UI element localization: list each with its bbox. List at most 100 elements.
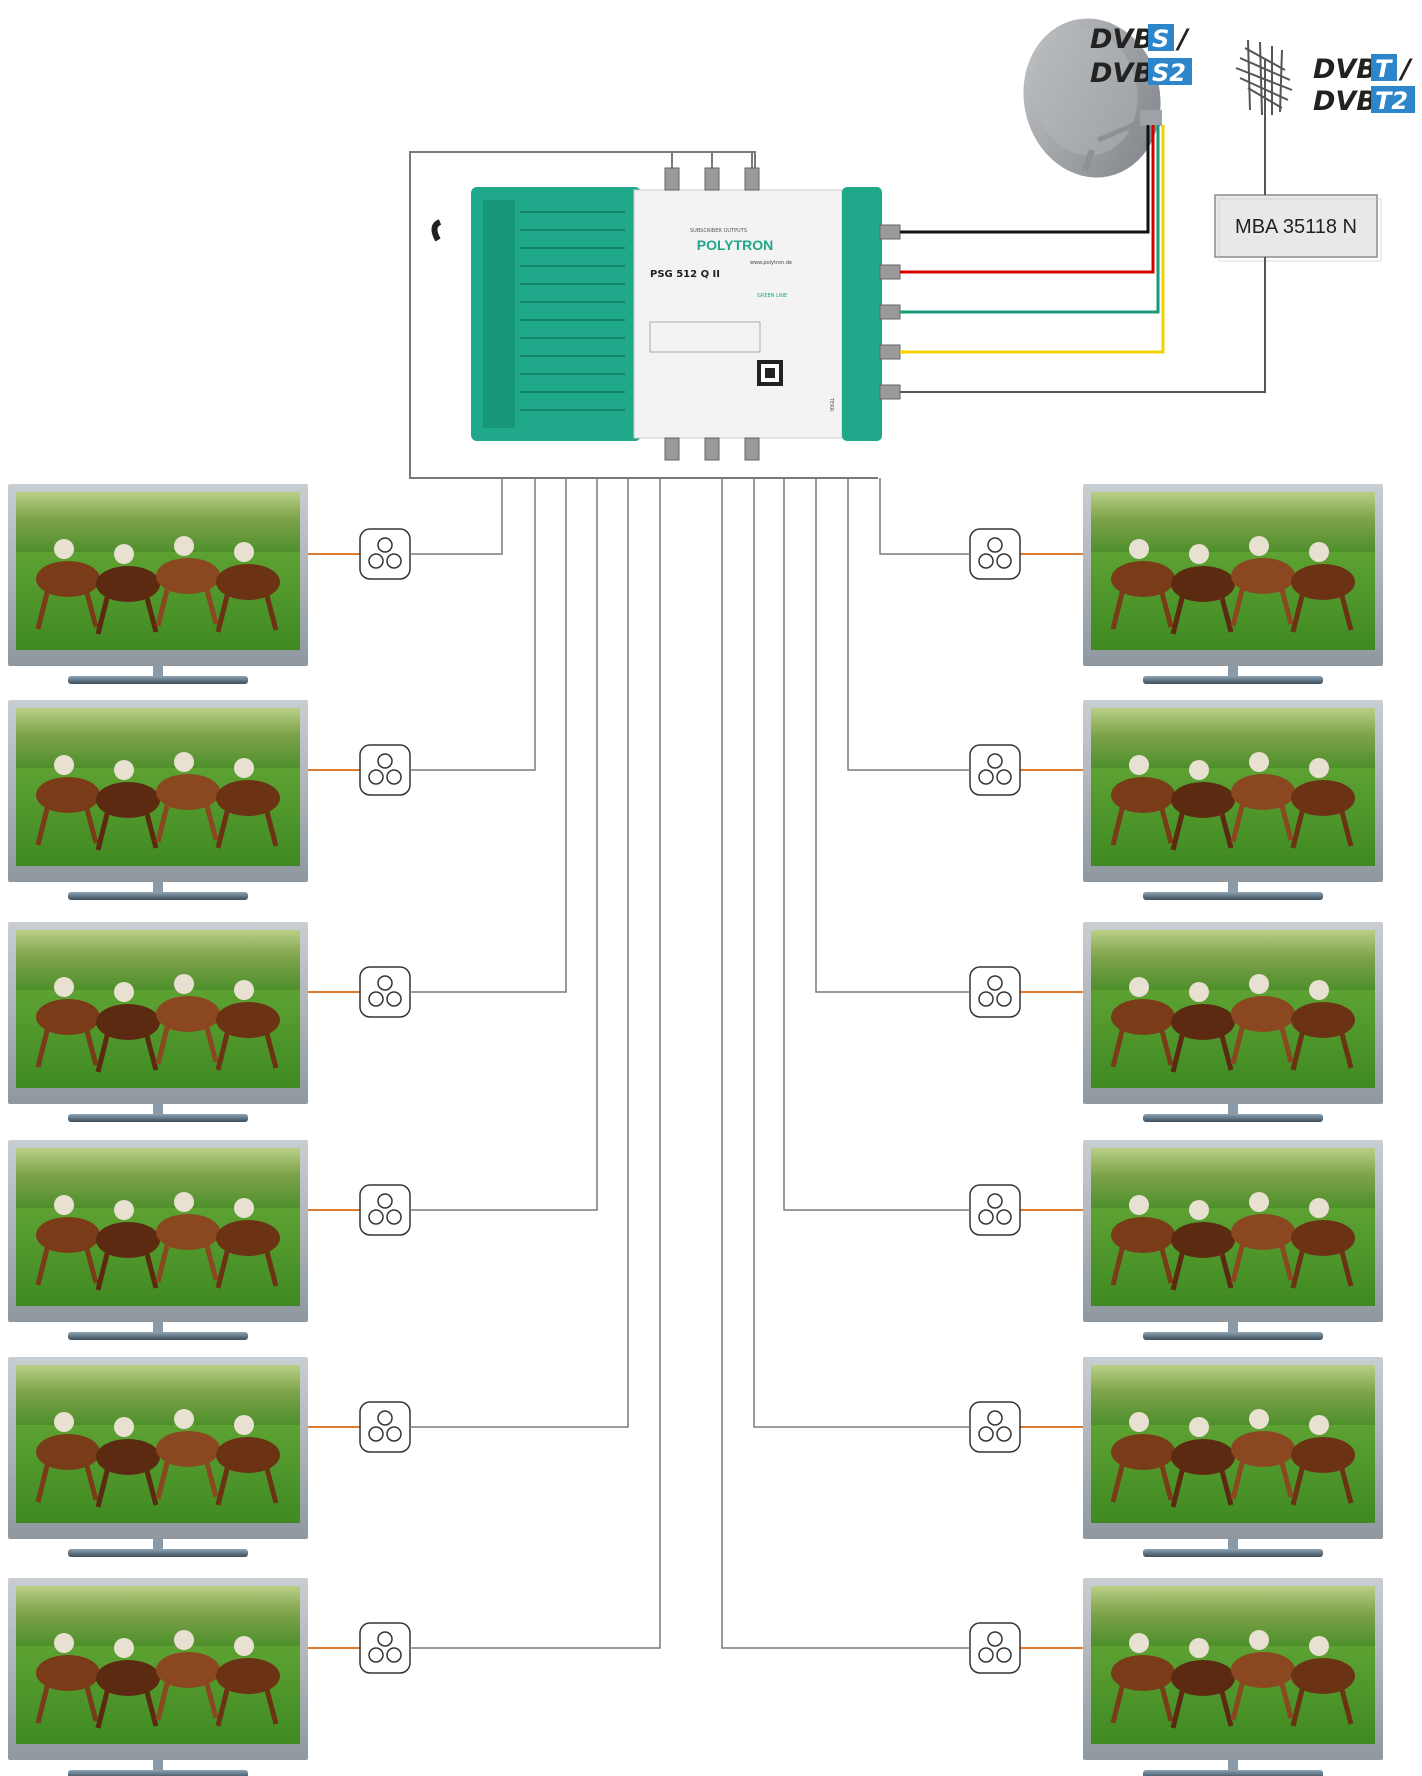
horse-leg (83, 588, 99, 628)
horse-leg (215, 1247, 231, 1289)
output-connector-bottom (744, 437, 760, 461)
horse-leg (1230, 1023, 1246, 1065)
outlet-socket (377, 753, 393, 769)
horse-body (96, 1004, 160, 1040)
tv-neck (1228, 882, 1238, 892)
horse-leg (95, 1031, 111, 1073)
horse-leg (1290, 591, 1306, 633)
jockey (1249, 1409, 1269, 1429)
outlet-plate (969, 1622, 1021, 1674)
jockey (54, 755, 74, 775)
jockey (1309, 1198, 1329, 1218)
horse-body (96, 1439, 160, 1475)
jockey (174, 1192, 194, 1212)
terr-cable (900, 257, 1266, 393)
horse-body (156, 1652, 220, 1688)
horse-body (156, 774, 220, 810)
brand-label: POLYTRON (697, 237, 774, 253)
outlet-socket (377, 1193, 393, 1209)
horse-leg (1110, 1244, 1126, 1286)
horse-leg (95, 1687, 111, 1729)
horse-leg (1158, 1461, 1174, 1501)
outlet-socket (386, 991, 402, 1007)
horse-leg (1278, 1241, 1294, 1281)
horse-leg (1278, 1679, 1294, 1719)
outlet-socket (978, 1426, 994, 1442)
amplifier-label: MBA 35118 N (1235, 216, 1357, 238)
jockey (114, 760, 134, 780)
jockey (1309, 980, 1329, 1000)
tv-neck (1228, 1760, 1238, 1770)
horse-body (1291, 1658, 1355, 1694)
horse-leg (1278, 585, 1294, 625)
horse-leg (1158, 1026, 1174, 1066)
subscriber-outputs-label: SUBSCRIBER OUTPUTS (690, 228, 747, 234)
sat-cable (900, 125, 1165, 354)
horse-body (1291, 1220, 1355, 1256)
horse-leg (95, 1466, 111, 1508)
multiswitch-device: POLYTRON PSG 512 Q II www.polytron.de SU… (431, 167, 901, 461)
jockey (174, 1409, 194, 1429)
horse-leg (143, 1249, 159, 1289)
trunk-frame (409, 151, 878, 479)
tv-neck (153, 1322, 163, 1332)
horse-leg (83, 804, 99, 844)
horse-leg (155, 1241, 171, 1283)
horse-body (1291, 780, 1355, 816)
horse-leg (263, 1029, 279, 1069)
dvb-base-text: DVB (1313, 54, 1377, 85)
jockey (54, 1195, 74, 1215)
horse-leg (1170, 809, 1186, 851)
jockey (234, 542, 254, 562)
horse-leg (143, 593, 159, 633)
trunk-lines (409, 151, 878, 479)
horse-leg (1338, 1685, 1354, 1725)
dvb-suffix-bg (1371, 86, 1415, 113)
drop-cable (783, 478, 970, 1211)
antenna-outlet (359, 1401, 411, 1453)
jockey (1309, 542, 1329, 562)
horse-leg (143, 1466, 159, 1506)
output-connector-bottom (664, 437, 680, 461)
tv-stand (68, 1332, 248, 1340)
horse-body (1171, 1439, 1235, 1475)
outlet-socket (996, 769, 1012, 785)
horse-leg (263, 1464, 279, 1504)
horse-leg (1290, 1247, 1306, 1289)
dvb-separator: / (1175, 24, 1190, 55)
outlet-socket (386, 1209, 402, 1225)
output-connector-top (744, 167, 760, 191)
dvb-separator: / (1398, 54, 1413, 85)
tv-stand (1143, 676, 1323, 684)
jockey (174, 1630, 194, 1650)
tv-stand (1143, 1114, 1323, 1122)
horse-leg (203, 1023, 219, 1063)
jockey (1129, 755, 1149, 775)
horse-body (1111, 1434, 1175, 1470)
jockey (1249, 974, 1269, 994)
tv-neck (153, 1539, 163, 1549)
tv-neck (1228, 666, 1238, 676)
jockey (174, 752, 194, 772)
outlet-socket (386, 769, 402, 785)
jockey (1129, 1195, 1149, 1215)
outlet-plate (359, 528, 411, 580)
jockey (1309, 758, 1329, 778)
satellite-dish (1023, 18, 1162, 178)
horse-body (1111, 777, 1175, 813)
jockey (114, 1638, 134, 1658)
outlet-socket (368, 1209, 384, 1225)
outlet-plate (359, 1401, 411, 1453)
drop-cable (753, 478, 970, 1428)
horse-leg (83, 1682, 99, 1722)
antenna-outlet (969, 744, 1021, 796)
television (1083, 700, 1383, 900)
horse-leg (1230, 1241, 1246, 1283)
horse-leg (35, 1026, 51, 1068)
antenna-outlet (359, 528, 411, 580)
horse-body (1231, 1431, 1295, 1467)
horse-leg (83, 1244, 99, 1284)
model-label: PSG 512 Q II (650, 269, 720, 280)
outlet-socket (978, 991, 994, 1007)
